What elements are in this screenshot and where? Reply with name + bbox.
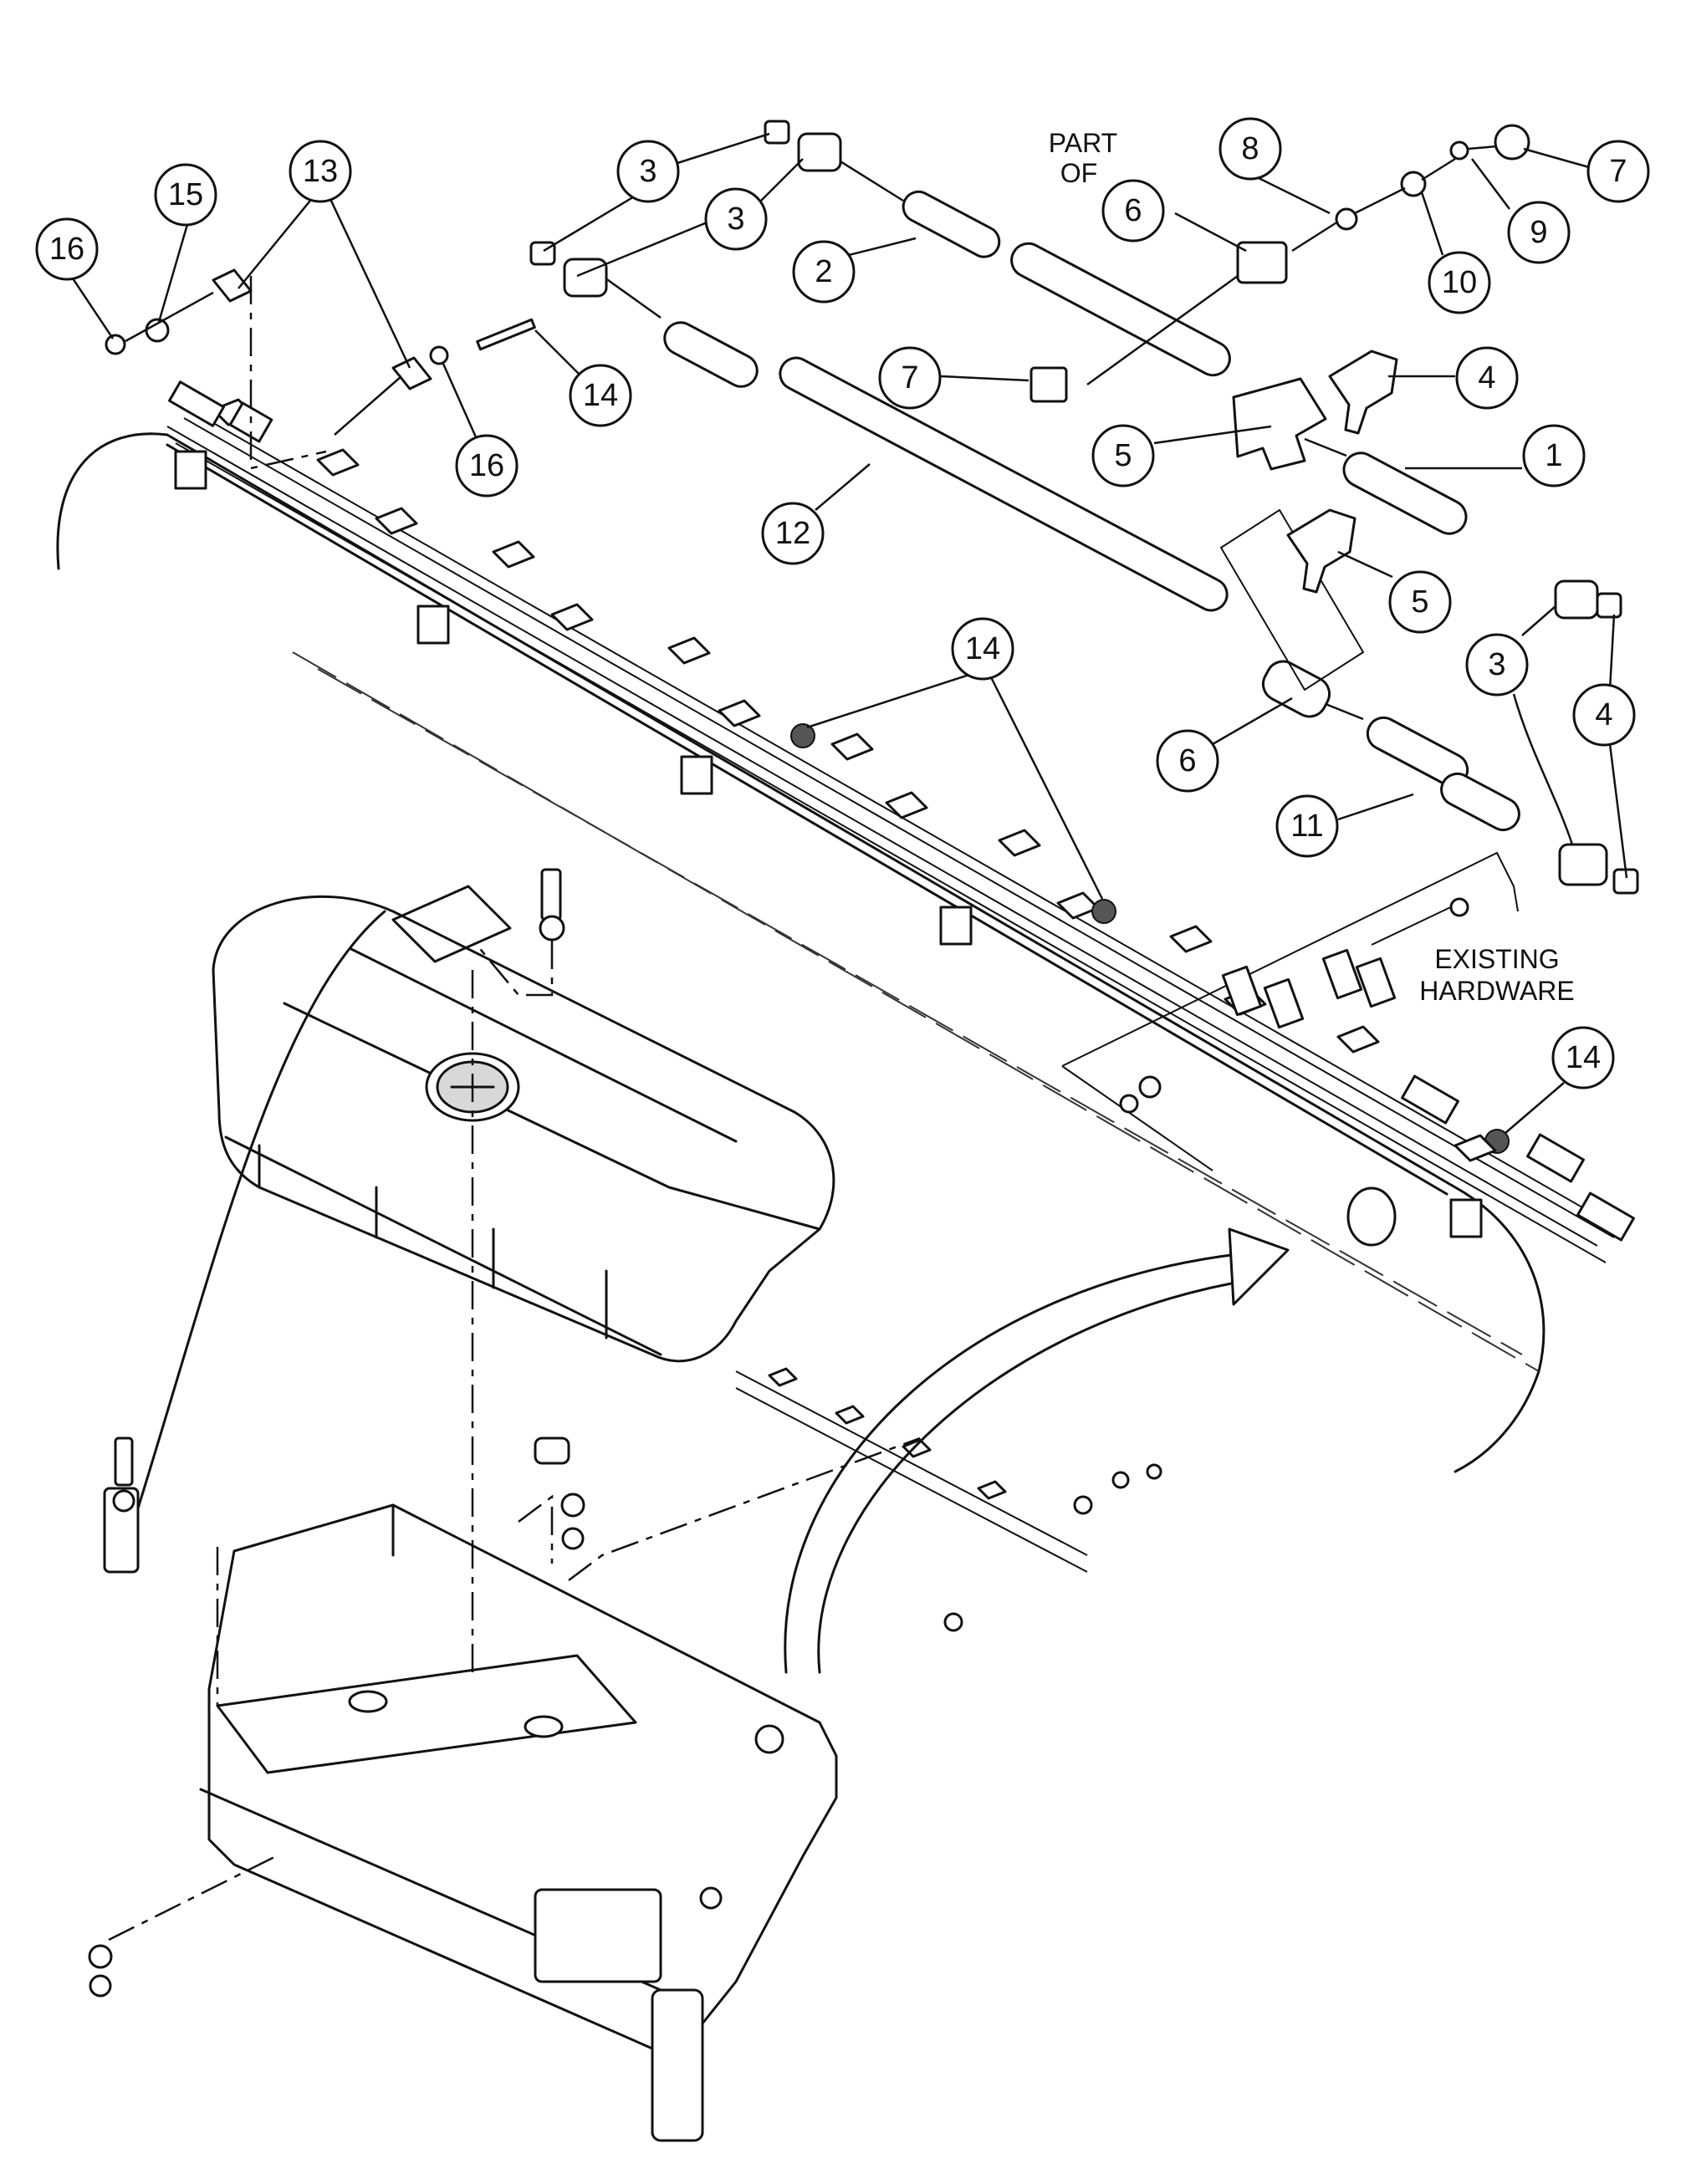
callout-16-upper: 15 bbox=[154, 163, 217, 323]
callout-label: 8 bbox=[1241, 131, 1259, 166]
callout-5-upper: 4 bbox=[1388, 346, 1519, 410]
existing-hardware-note-line2: HARDWARE bbox=[1419, 976, 1574, 1006]
notes: PART OF EXISTING HARDWARE bbox=[1049, 128, 1575, 1006]
lower-nut-stack bbox=[88, 1855, 277, 1998]
callout-label: 4 bbox=[1478, 360, 1495, 395]
callout-3-right: 3 bbox=[1465, 605, 1556, 697]
callout-17: 16 bbox=[35, 217, 115, 339]
callout-1: 1 bbox=[1405, 424, 1586, 487]
callout-15: 14 bbox=[534, 329, 632, 427]
tank-bolt-upper bbox=[476, 868, 565, 997]
callout-label: 1 bbox=[1545, 438, 1562, 473]
mount-bracket bbox=[199, 1503, 838, 2142]
callout-label: 4 bbox=[1595, 697, 1612, 732]
clamp-blocks bbox=[1029, 241, 1288, 403]
callout-6-lower: 6 bbox=[1156, 697, 1293, 793]
callout-14-middle: 14 bbox=[806, 617, 1104, 900]
callouts: 1 2 3 3 3 bbox=[35, 117, 1650, 1134]
callout-label: 5 bbox=[1114, 438, 1132, 473]
tank bbox=[212, 895, 835, 1465]
tee-fitting-lower bbox=[1261, 660, 1331, 718]
boom-hole bbox=[1346, 1186, 1397, 1247]
callout-6-upper: 5 bbox=[1091, 424, 1272, 487]
small-spray-bar bbox=[735, 1367, 1162, 1632]
callout-label: 5 bbox=[1411, 584, 1428, 620]
callout-label: 11 bbox=[1290, 809, 1323, 844]
left-bar-end bbox=[168, 380, 273, 443]
callout-label: 14 bbox=[1566, 1040, 1601, 1075]
tee-fitting-upper bbox=[1232, 377, 1327, 471]
assembly-guides bbox=[216, 970, 921, 1706]
callout-14-right: 14 bbox=[1505, 1026, 1615, 1134]
callout-label: 12 bbox=[775, 516, 810, 551]
callout-label: 2 bbox=[815, 254, 832, 289]
callout-12: 11 bbox=[1275, 793, 1414, 858]
callout-label: 16 bbox=[49, 232, 84, 267]
callout-label: 3 bbox=[639, 154, 657, 189]
left-hardware bbox=[105, 268, 536, 470]
elbow-fitting-upper bbox=[1328, 350, 1398, 435]
callout-label: 14 bbox=[583, 378, 618, 413]
callout-label: 13 bbox=[303, 154, 338, 189]
callout-label: 7 bbox=[901, 360, 918, 395]
installation-arrow bbox=[784, 1227, 1290, 1674]
callout-2: 2 bbox=[792, 237, 917, 304]
boom-frame bbox=[56, 432, 1546, 1473]
callout-label: 6 bbox=[1178, 743, 1196, 778]
part-of-note-line1: PART bbox=[1049, 128, 1117, 158]
callout-label: 3 bbox=[727, 202, 744, 237]
upper-tube-assembly bbox=[601, 157, 1520, 832]
callout-label: 15 bbox=[168, 177, 203, 212]
callout-8: 7 bbox=[1523, 140, 1650, 203]
callout-10: 9 bbox=[1471, 158, 1571, 264]
callout-label: 3 bbox=[1488, 647, 1505, 682]
spray-bar bbox=[166, 401, 1615, 1263]
callout-16-lower: 16 bbox=[442, 363, 519, 498]
callout-11: 10 bbox=[1420, 191, 1491, 314]
existing-hardware-note-line1: EXISTING bbox=[1434, 944, 1559, 974]
callout-4-right: 4 bbox=[1572, 614, 1636, 879]
callout-label: 9 bbox=[1530, 215, 1547, 250]
part-of-note-line2: OF bbox=[1060, 158, 1097, 188]
callout-label: 6 bbox=[1124, 193, 1142, 228]
callout-7-upper: 6 bbox=[1101, 179, 1247, 253]
small-hardware bbox=[1291, 124, 1530, 253]
callout-9: 8 bbox=[1219, 117, 1331, 215]
strap-bolt-left bbox=[112, 1436, 135, 1513]
elbow-fitting-detail bbox=[1219, 508, 1365, 691]
callout-label: 14 bbox=[965, 631, 1000, 666]
callout-7-lower: 7 bbox=[878, 346, 1029, 410]
mid-nut-stack bbox=[518, 1493, 585, 1564]
tube-fittings bbox=[563, 132, 1608, 886]
callout-3-lower bbox=[1512, 693, 1574, 845]
callout-13: 12 bbox=[761, 463, 871, 565]
existing-hardware-detail bbox=[1061, 851, 1519, 1171]
callout-label: 7 bbox=[1609, 154, 1627, 189]
callout-5-detail: 5 bbox=[1337, 550, 1452, 634]
right-bar-end bbox=[1401, 1074, 1635, 1242]
mounting-blocks bbox=[174, 450, 1483, 1238]
callout-14-upper-left: 13 bbox=[238, 140, 411, 369]
callout-label: 10 bbox=[1442, 265, 1477, 300]
callout-label: 16 bbox=[469, 448, 504, 483]
callout-3-upper: 3 bbox=[576, 158, 804, 278]
callout-4-upper: 3 bbox=[543, 132, 770, 253]
